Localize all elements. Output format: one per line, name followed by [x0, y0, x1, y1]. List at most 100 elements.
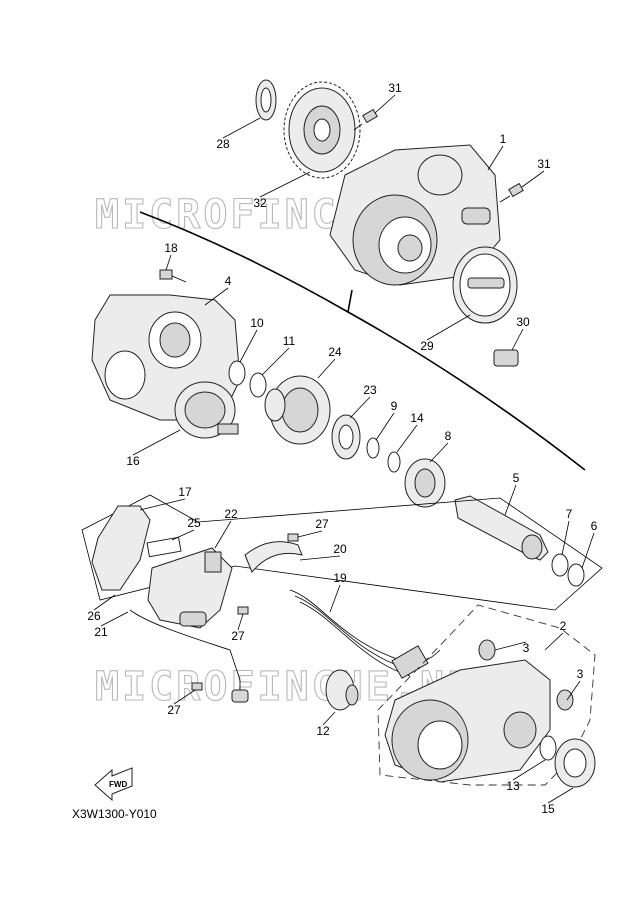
callout-c27b: 27 — [231, 629, 245, 643]
callout-c2: 2 — [560, 619, 567, 633]
leader-c28 — [222, 117, 261, 139]
leader-c3b — [566, 680, 581, 701]
leader-c11 — [261, 347, 290, 376]
part-drive-unit-assembly — [329, 144, 501, 286]
part-bearing-housing — [404, 458, 446, 508]
callout-c13: 13 — [506, 779, 520, 793]
part-bolt-case — [159, 269, 187, 283]
leader-c31b — [521, 170, 545, 188]
part-drive-unit-lower — [384, 659, 551, 783]
callout-c26: 26 — [87, 609, 101, 623]
part-sensor-bracket — [244, 541, 303, 573]
part-gear-large — [174, 381, 239, 439]
callout-c24: 24 — [328, 345, 342, 359]
leader-c27b — [237, 613, 244, 631]
part-clip — [493, 349, 519, 367]
part-bolt-lower-a — [287, 533, 299, 542]
leader-c31a — [374, 94, 396, 114]
leader-c29 — [426, 314, 471, 341]
leader-c9 — [375, 412, 395, 441]
callout-c1: 1 — [500, 132, 507, 146]
part-circlip — [366, 437, 380, 459]
leader-c23 — [349, 396, 371, 419]
callout-c10: 10 — [250, 316, 264, 330]
part-double-gear — [264, 375, 331, 445]
part-oil-seal — [539, 735, 557, 761]
callout-c8: 8 — [445, 429, 452, 443]
part-circuit-board — [147, 547, 233, 629]
fwd-label: FWD — [109, 780, 127, 789]
fwd-direction-arrow: FWD — [94, 767, 133, 802]
leader-lines — [93, 94, 595, 804]
callout-c20: 20 — [333, 542, 347, 556]
part-bolt-lower-b — [237, 606, 249, 615]
drawing-code: X3W1300-Y010 — [72, 807, 157, 821]
leader-c24 — [317, 358, 336, 379]
leader-c8 — [429, 442, 449, 463]
part-washer-small — [387, 451, 401, 473]
part-bolt-right — [499, 182, 524, 203]
leader-c16 — [132, 429, 181, 456]
part-pinion-gear — [325, 669, 359, 711]
callout-c23: 23 — [363, 383, 377, 397]
leader-c14 — [396, 424, 418, 453]
leader-c5 — [504, 484, 517, 516]
leader-c21 — [100, 611, 129, 627]
callout-c25: 25 — [187, 516, 201, 530]
callout-c12: 12 — [316, 724, 330, 738]
part-bushing-b — [556, 689, 574, 711]
leader-c6 — [581, 532, 595, 569]
part-bushing-a — [478, 639, 496, 661]
part-o-ring-end — [567, 563, 585, 587]
leader-c12 — [322, 711, 336, 726]
callout-c28: 28 — [216, 137, 230, 151]
leader-c19 — [329, 584, 341, 613]
callout-c18: 18 — [164, 241, 178, 255]
leader-c3a — [494, 641, 527, 651]
leader-c20 — [299, 555, 341, 561]
leader-c17 — [139, 498, 186, 511]
part-clutch — [331, 414, 361, 460]
callout-c31a: 31 — [388, 81, 402, 95]
bracket-line — [139, 211, 586, 471]
leader-c25 — [171, 529, 195, 541]
callout-labels: 1233456789101112131415161718192021222324… — [87, 81, 597, 816]
callout-c6: 6 — [591, 519, 598, 533]
callout-c5: 5 — [513, 471, 520, 485]
callout-c14: 14 — [410, 411, 424, 425]
callout-c21: 21 — [94, 625, 108, 639]
callout-c29: 29 — [420, 339, 434, 353]
callout-c3a: 3 — [523, 641, 530, 655]
leader-c27c — [173, 689, 196, 705]
part-ring-nut — [554, 738, 596, 788]
leader-c2 — [544, 632, 564, 651]
part-controller-plate — [91, 505, 151, 591]
callout-c30: 30 — [516, 315, 530, 329]
callout-c15: 15 — [541, 802, 555, 816]
callout-c7: 7 — [566, 507, 573, 521]
callout-c19: 19 — [333, 571, 347, 585]
leader-c4 — [204, 287, 229, 306]
leader-c13 — [512, 759, 546, 781]
part-sprocket — [283, 81, 361, 179]
part-washer-end — [551, 553, 569, 577]
callout-c17: 17 — [178, 485, 192, 499]
part-washer — [228, 360, 246, 386]
leader-c15 — [547, 787, 574, 804]
leader-c32 — [259, 171, 311, 198]
leader-c27a — [297, 530, 323, 538]
part-crank-shaft — [454, 495, 549, 561]
leader-c26 — [93, 594, 116, 611]
leader-c1 — [487, 145, 504, 171]
callout-c4: 4 — [225, 274, 232, 288]
part-bolt-lower-c — [191, 682, 203, 691]
part-lock-nut — [255, 79, 277, 121]
callout-c11: 11 — [283, 334, 296, 348]
callout-c16: 16 — [126, 454, 140, 468]
part-wire-harness — [289, 589, 441, 679]
callout-c22: 22 — [224, 507, 238, 521]
callout-c3b: 3 — [577, 667, 584, 681]
leader-c22 — [214, 520, 232, 549]
callout-c9: 9 — [391, 399, 398, 413]
part-side-cover — [452, 246, 518, 324]
